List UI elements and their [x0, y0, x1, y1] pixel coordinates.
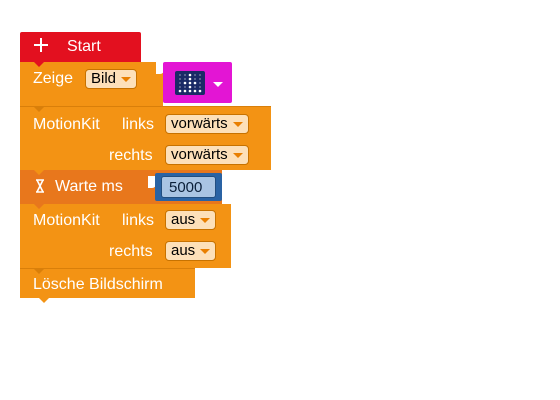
clear-screen-block[interactable]: Lösche Bildschirm [20, 268, 195, 298]
motionkit-block-1[interactable]: MotionKit links vorwärts rechts vorwärts [20, 106, 271, 170]
block-notch [34, 107, 44, 112]
block-notch [34, 62, 44, 67]
right-motor-dropdown[interactable]: aus [165, 241, 217, 261]
right-motor-label: rechts [109, 147, 153, 164]
chevron-down-icon [232, 122, 243, 127]
block-notch [34, 269, 44, 274]
input-socket [156, 62, 164, 74]
left-motor-dropdown[interactable]: aus [165, 210, 217, 230]
start-block[interactable]: Start [20, 32, 141, 62]
number-block[interactable]: 5000 [155, 173, 222, 201]
image-type-dropdown[interactable]: Bild [85, 69, 138, 89]
left-motor-value: aus [171, 211, 196, 228]
plus-icon [34, 38, 48, 52]
motionkit-block-2[interactable]: MotionKit links aus rechts aus [20, 204, 231, 268]
wait-label: Warte ms [55, 178, 123, 195]
show-label: Zeige [33, 70, 74, 87]
image-type-value: Bild [91, 70, 117, 87]
right-motor-dropdown[interactable]: vorwärts [165, 145, 249, 165]
image-picker-block[interactable] [163, 62, 232, 103]
motionkit-label: MotionKit [33, 212, 100, 229]
block-notch [34, 170, 44, 175]
input-socket [148, 176, 156, 188]
wait-ms-input[interactable]: 5000 [161, 176, 216, 198]
chevron-down-icon [232, 153, 243, 158]
chevron-down-icon[interactable] [213, 82, 223, 87]
left-motor-dropdown[interactable]: vorwärts [165, 114, 249, 134]
clear-screen-label: Lösche Bildschirm [33, 276, 163, 293]
left-motor-label: links [122, 212, 155, 229]
block-notch [34, 204, 44, 209]
chevron-down-icon [121, 77, 132, 82]
chevron-down-icon [200, 249, 211, 254]
start-label: Start [67, 38, 101, 55]
hourglass-icon [35, 179, 45, 193]
show-image-block[interactable]: Zeige Bild [20, 62, 163, 106]
block-bottom-tab [39, 298, 49, 303]
right-motor-value: vorwärts [171, 146, 228, 163]
left-motor-value: vorwärts [171, 115, 228, 132]
chevron-down-icon [200, 218, 211, 223]
right-motor-label: rechts [109, 243, 153, 260]
motionkit-label: MotionKit [33, 116, 100, 133]
left-motor-label: links [122, 116, 155, 133]
led-matrix-icon[interactable] [175, 71, 205, 95]
right-motor-value: aus [171, 242, 196, 259]
